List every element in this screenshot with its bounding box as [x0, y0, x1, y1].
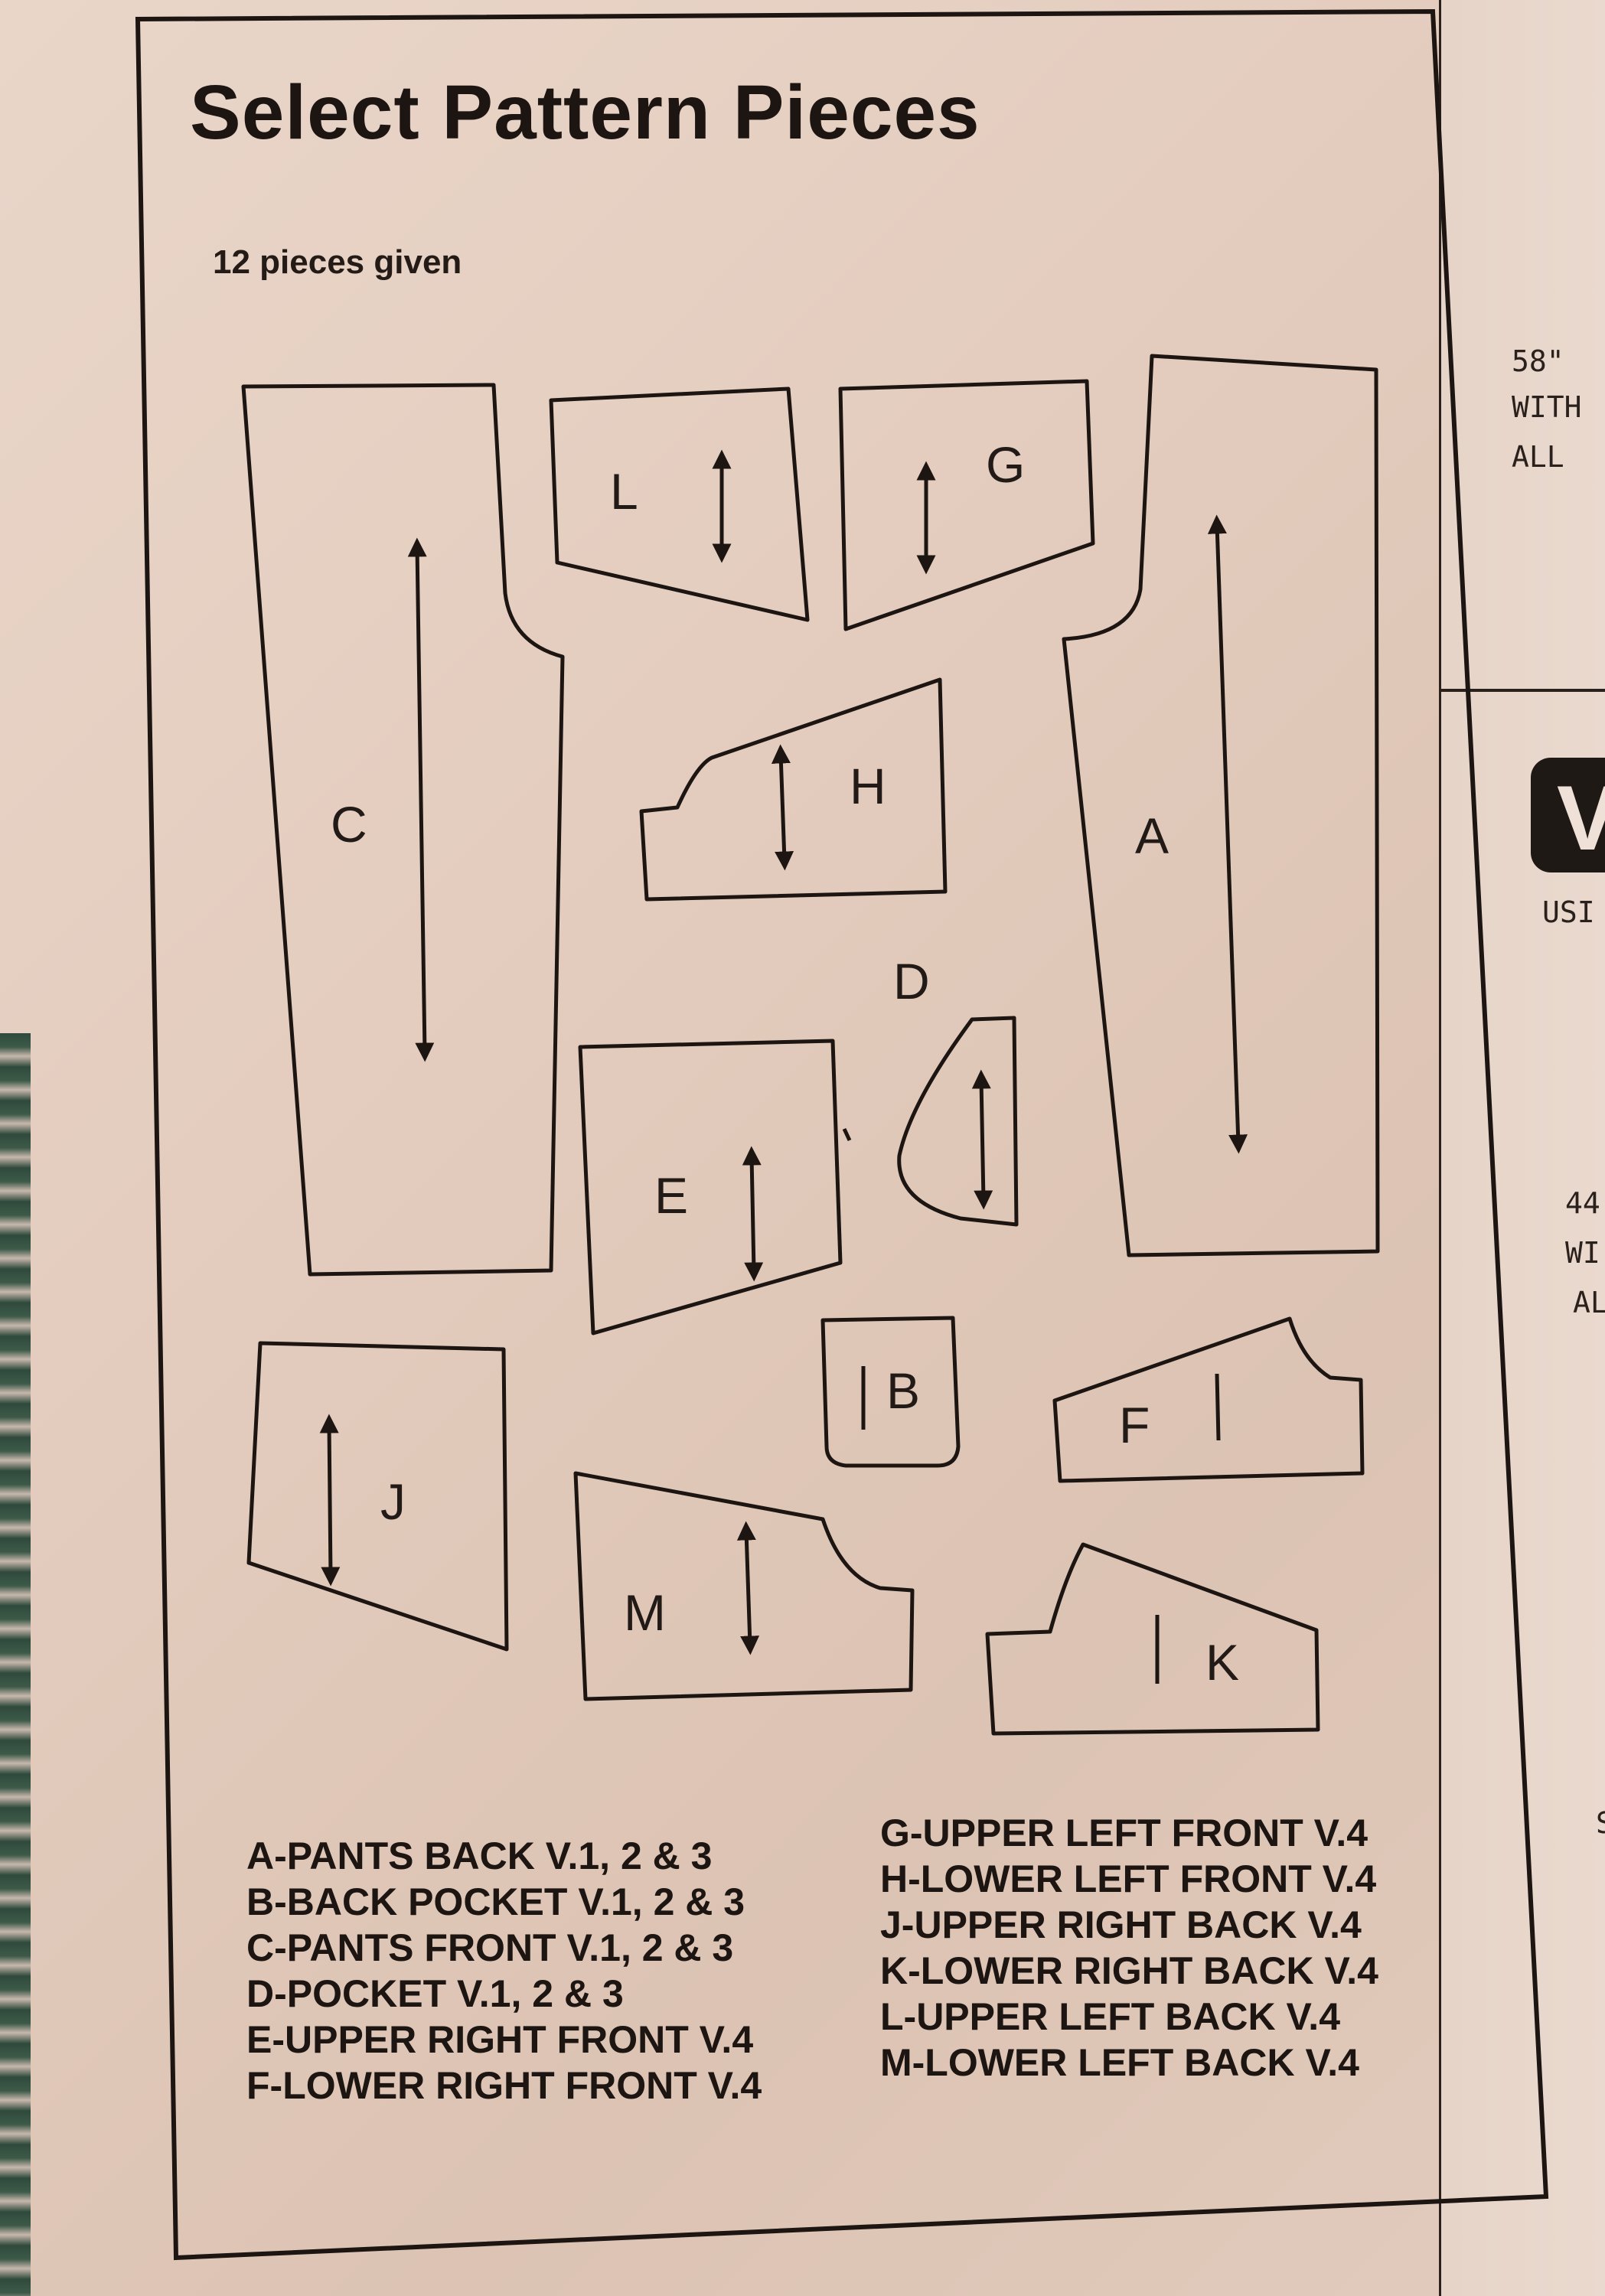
piece-label-d: D — [893, 953, 930, 1009]
brand-logo — [1531, 758, 1605, 872]
side-text: WITH — [1512, 390, 1582, 424]
brand-logo-letter: V — [1557, 767, 1605, 869]
piece-f-grainline — [1215, 1373, 1221, 1441]
page-title: Select Pattern Pieces — [190, 70, 980, 155]
legend-item: E-UPPER RIGHT FRONT V.4 — [246, 2018, 754, 2061]
piece-b-outline — [820, 1316, 961, 1468]
frame-border — [135, 8, 1549, 2261]
legend-item: D-POCKET V.1, 2 & 3 — [246, 1972, 624, 2015]
piece-g-outline — [838, 379, 1095, 631]
piece-j-grainline — [319, 1414, 341, 1587]
side-text: AL — [1573, 1286, 1605, 1319]
piece-label-l: L — [610, 463, 638, 520]
piece-label-j: J — [380, 1473, 406, 1530]
piece-k-outline — [985, 1542, 1320, 1736]
legend-item: J-UPPER RIGHT BACK V.4 — [880, 1903, 1362, 1946]
side-text: USI — [1542, 895, 1595, 929]
pieces-count: 12 pieces given — [213, 243, 462, 281]
piece-d-outline — [897, 1016, 1019, 1227]
piece-e-outline — [578, 1039, 843, 1336]
legend-left: A-PANTS BACK V.1, 2 & 3 B-BACK POCKET V.… — [246, 1833, 762, 2108]
legend-right: G-UPPER LEFT FRONT V.4 H-LOWER LEFT FRON… — [880, 1810, 1378, 2086]
side-text: WI — [1565, 1236, 1600, 1270]
piece-label-c: C — [331, 796, 367, 853]
piece-j-outline — [246, 1341, 509, 1652]
legend-item: G-UPPER LEFT FRONT V.4 — [880, 1812, 1368, 1854]
piece-label-e: E — [654, 1167, 688, 1224]
piece-m-grainline — [736, 1521, 760, 1655]
piece-f-outline — [1052, 1316, 1365, 1483]
panel-divider — [1441, 689, 1605, 692]
legend-item: L-UPPER LEFT BACK V.4 — [880, 1995, 1341, 2038]
piece-h-outline — [639, 677, 948, 902]
legend-item: F-LOWER RIGHT FRONT V.4 — [246, 2064, 762, 2107]
piece-label-a: A — [1135, 807, 1169, 864]
legend-item: H-LOWER LEFT FRONT V.4 — [880, 1857, 1377, 1900]
piece-label-g: G — [986, 436, 1025, 493]
adjacent-panel — [1439, 0, 1605, 2296]
side-text: 58" — [1512, 344, 1564, 378]
legend-item: A-PANTS BACK V.1, 2 & 3 — [246, 1835, 713, 1877]
legend-item: K-LOWER RIGHT BACK V.4 — [880, 1949, 1378, 1992]
fabric-edge — [0, 1033, 31, 2296]
legend-item: M-LOWER LEFT BACK V.4 — [880, 2041, 1359, 2084]
side-text: ALL — [1512, 440, 1564, 474]
side-text: 44 — [1565, 1186, 1600, 1220]
piece-a-outline — [1062, 354, 1380, 1257]
piece-c-outline — [241, 383, 565, 1277]
piece-label-h: H — [850, 758, 886, 814]
piece-d-notch — [842, 1127, 852, 1142]
legend-item: C-PANTS FRONT V.1, 2 & 3 — [246, 1926, 734, 1969]
piece-e-grainline — [742, 1146, 764, 1282]
piece-label-m: M — [624, 1584, 666, 1641]
piece-a-grainline — [1207, 514, 1248, 1154]
piece-label-b: B — [886, 1362, 920, 1419]
piece-h-grainline — [771, 744, 794, 871]
piece-l-outline — [549, 386, 810, 622]
legend-item: B-BACK POCKET V.1, 2 & 3 — [246, 1880, 745, 1923]
piece-label-k: K — [1205, 1634, 1239, 1691]
piece-c-grainline — [407, 537, 435, 1062]
side-text: S — [1596, 1806, 1605, 1840]
piece-label-f: F — [1119, 1397, 1150, 1453]
piece-d-grainline — [971, 1069, 993, 1210]
piece-m-outline — [573, 1471, 915, 1701]
